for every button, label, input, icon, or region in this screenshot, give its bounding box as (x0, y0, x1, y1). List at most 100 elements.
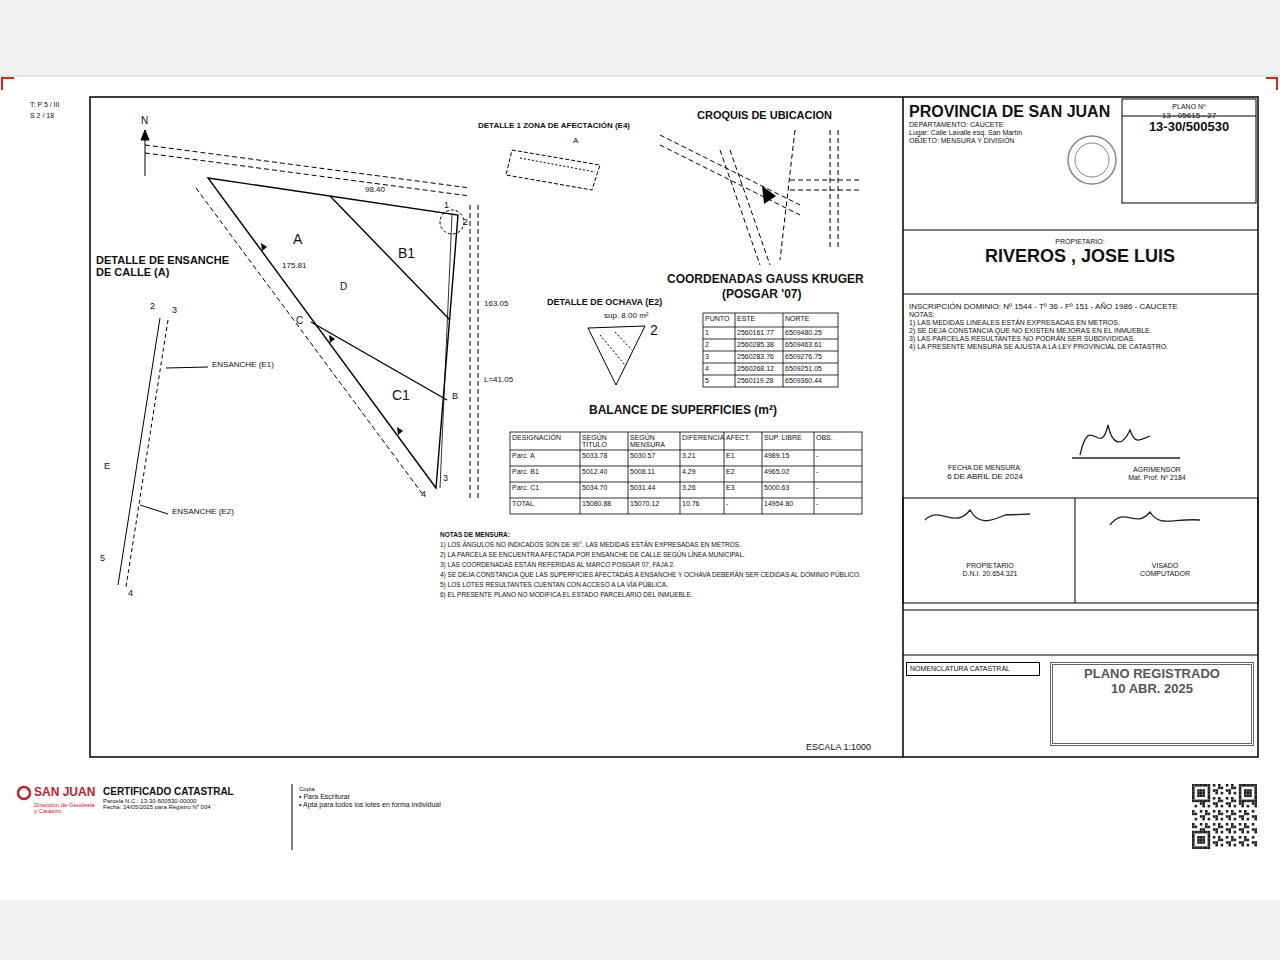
plan-label: Parc. B1 (512, 468, 578, 475)
node-text: 13 - 05615 - 27 (1127, 111, 1251, 120)
plan-label: - (816, 500, 860, 507)
qr-module (1215, 802, 1218, 805)
qr-module (1202, 836, 1205, 839)
qr-module (1218, 800, 1221, 803)
qr-module (1192, 836, 1195, 839)
qr-module (1192, 784, 1195, 787)
plan-label: CROQUIS DE UBICACION (697, 110, 832, 122)
qr-module (1231, 823, 1234, 826)
plan-label: 4 (705, 365, 733, 372)
qr-module (1228, 828, 1231, 831)
qr-module (1231, 839, 1234, 842)
qr-module (1208, 844, 1211, 847)
qr-module (1208, 792, 1211, 795)
seal (1075, 143, 1109, 177)
qr-module (1205, 784, 1208, 787)
qr-module (1200, 846, 1203, 849)
plan-label: E (104, 462, 110, 471)
qr-module (1241, 828, 1244, 831)
qr-module (1208, 818, 1211, 821)
node-text: NOTAS: (909, 311, 1251, 319)
qr-module (1202, 800, 1205, 803)
qr-module (1205, 846, 1208, 849)
qr-module (1208, 805, 1211, 808)
qr-module (1254, 818, 1257, 821)
qr-module (1226, 836, 1229, 839)
plan-label: COORDENADAS GAUSS KRUGER (667, 273, 864, 286)
qr-module (1192, 826, 1195, 829)
qr-module (1200, 815, 1203, 818)
plan-label: 3.26 (682, 484, 722, 491)
qr-module (1208, 841, 1211, 844)
qr-module (1192, 797, 1195, 800)
qr-module (1202, 828, 1205, 831)
plan-label: 5008.11 (630, 468, 678, 475)
node-text: CERTIFICADO CATASTRAL (103, 786, 285, 798)
node-text: D.N.I. 20.654.321 (913, 570, 1067, 578)
qr-module (1247, 805, 1250, 808)
qr-module (1218, 810, 1221, 813)
plan-label: 5031.44 (630, 484, 678, 491)
qr-module (1239, 789, 1242, 792)
qr-module (1202, 818, 1205, 821)
qr-module (1208, 797, 1211, 800)
qr-module (1213, 797, 1216, 800)
node-text: Lugar: Calle Lavalle esq. San Martín (909, 129, 1117, 137)
qr-module (1218, 823, 1221, 826)
qr-module (1239, 792, 1242, 795)
qr-module (1200, 810, 1203, 813)
qr-module (1221, 844, 1224, 847)
plan-label: - (816, 452, 860, 459)
qr-module (1200, 789, 1203, 792)
seal (1068, 136, 1116, 184)
qr-module (1215, 805, 1218, 808)
qr-module (1213, 815, 1216, 818)
qr-module (1254, 831, 1257, 834)
qr-module (1213, 810, 1216, 813)
qr-module (1195, 818, 1198, 821)
qr-module (1218, 797, 1221, 800)
qr-module (1231, 797, 1234, 800)
plan-label: 6) EL PRESENTE PLANO NO MODIFICA EL ESTA… (440, 592, 693, 599)
qr-module (1226, 828, 1229, 831)
plan-label: 6509463.61 (785, 341, 836, 348)
qr-module (1195, 813, 1198, 816)
node-text: PLANO Nº (1127, 103, 1251, 111)
qr-module (1195, 846, 1198, 849)
plan-label: L=41.05 (484, 376, 513, 384)
node-text: Parcela N.C.: 13-30-500530-00000 (103, 798, 285, 805)
qr-module (1228, 818, 1231, 821)
qr-module (1192, 839, 1195, 842)
plan-label: ESTE (737, 315, 781, 322)
qr-module (1252, 802, 1255, 805)
qr-module (1254, 805, 1257, 808)
qr-module (1221, 792, 1224, 795)
plan-label: A (573, 137, 578, 145)
qr-module (1254, 815, 1257, 818)
qr-module (1208, 846, 1211, 849)
plan-label: 2 (463, 218, 468, 227)
node-text: AGRIMENSOR (1065, 466, 1249, 474)
plan-label: 15070.12 (630, 500, 678, 507)
plan-label: 2) LA PARCELA SE ENCUENTRA AFECTADA POR … (440, 552, 745, 559)
plan-label: A (293, 232, 302, 247)
qr-module (1244, 792, 1247, 795)
qr-module (1205, 810, 1208, 813)
node-text: 10 ABR. 2025 (1056, 682, 1248, 697)
qr-module (1239, 841, 1242, 844)
qr-module (1221, 805, 1224, 808)
plan-label: - (816, 468, 860, 475)
sheet (0, 76, 1280, 900)
plan-label: - (726, 500, 760, 507)
qr-module (1213, 789, 1216, 792)
qr-module (1200, 841, 1203, 844)
qr-module (1205, 826, 1208, 829)
corner-mark (1266, 78, 1277, 90)
node-text: RIVEROS , JOSE LUIS (909, 246, 1251, 267)
qr-module (1231, 813, 1234, 816)
qr-module (1252, 815, 1255, 818)
qr-module (1249, 784, 1252, 787)
qr-module (1234, 826, 1237, 829)
node-text: 3) LAS PARCELAS RESULTANTES NO PODRÁN SE… (909, 335, 1251, 343)
qr-module (1244, 800, 1247, 803)
